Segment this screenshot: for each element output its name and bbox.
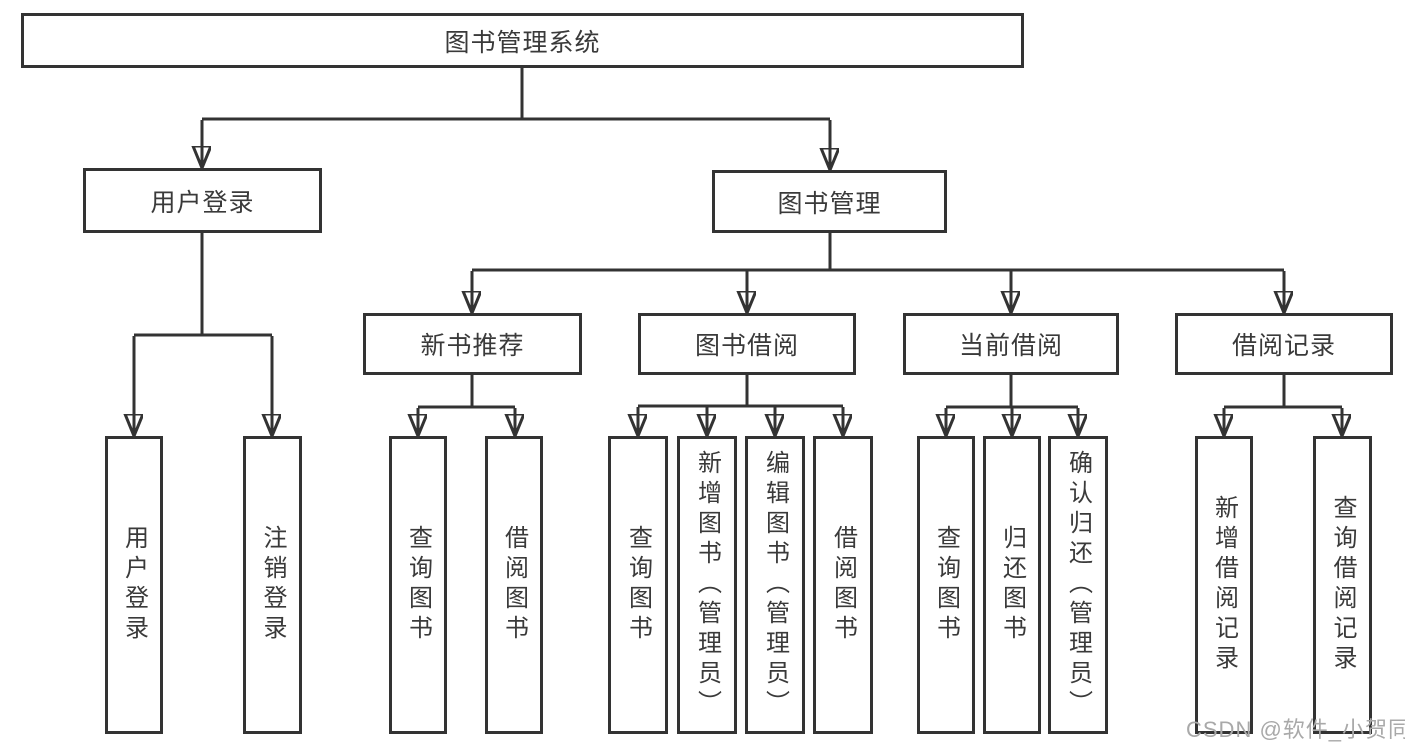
node-label: 图书借阅 xyxy=(694,332,799,360)
node-label: 借阅图书 xyxy=(500,525,528,645)
node-book-management: 图书管理 xyxy=(712,170,947,233)
node-label: 当前借阅 xyxy=(958,332,1063,360)
node-current-borrow: 当前借阅 xyxy=(903,313,1119,375)
node-label: 查询图书 xyxy=(624,525,652,645)
leaf-recommend-borrow-books: 借阅图书 xyxy=(485,436,543,734)
node-label: 新增借阅记录 xyxy=(1210,495,1238,675)
node-user-login: 用户登录 xyxy=(83,168,322,233)
node-label: 借阅记录 xyxy=(1231,332,1336,360)
leaf-return-books: 归还图书 xyxy=(983,436,1041,734)
csdn-watermark: CSDN @软件_小贺同学 xyxy=(1186,717,1405,742)
leaf-edit-book-admin: 编辑图书（管理员） xyxy=(745,436,805,734)
node-label: 新书推荐 xyxy=(420,332,525,360)
leaf-current-query-books: 查询图书 xyxy=(917,436,975,734)
node-label: 查询图书 xyxy=(404,525,432,645)
leaf-query-borrow-record: 查询借阅记录 xyxy=(1313,436,1372,734)
node-label: 图书管理 xyxy=(777,189,882,218)
node-label: 用户登录 xyxy=(150,188,255,217)
node-label: 查询图书 xyxy=(932,525,960,645)
node-label: 用户登录 xyxy=(120,525,148,645)
node-borrow-records: 借阅记录 xyxy=(1175,313,1393,375)
node-label: 新增图书（管理员） xyxy=(693,450,721,720)
node-label: 图书管理系统 xyxy=(444,28,601,57)
node-label: 注销登录 xyxy=(259,525,286,645)
leaf-borrow-query-books: 查询图书 xyxy=(608,436,668,734)
leaf-recommend-query-books: 查询图书 xyxy=(389,436,447,734)
leaf-logout: 注销登录 xyxy=(243,436,302,734)
node-library-management-system: 图书管理系统 xyxy=(21,13,1024,68)
node-label: 查询借阅记录 xyxy=(1329,495,1356,675)
node-label: 确认归还（管理员） xyxy=(1064,450,1092,720)
node-new-book-recommend: 新书推荐 xyxy=(363,313,582,375)
node-label: 编辑图书（管理员） xyxy=(761,450,789,720)
leaf-add-book-admin: 新增图书（管理员） xyxy=(677,436,737,734)
node-label: 借阅图书 xyxy=(829,525,857,645)
leaf-confirm-return-admin: 确认归还（管理员） xyxy=(1048,436,1108,734)
node-book-borrow: 图书借阅 xyxy=(638,313,856,375)
leaf-user-login: 用户登录 xyxy=(105,436,163,734)
node-label: 归还图书 xyxy=(998,525,1026,645)
leaf-borrow-books: 借阅图书 xyxy=(813,436,873,734)
leaf-add-borrow-record: 新增借阅记录 xyxy=(1195,436,1253,734)
